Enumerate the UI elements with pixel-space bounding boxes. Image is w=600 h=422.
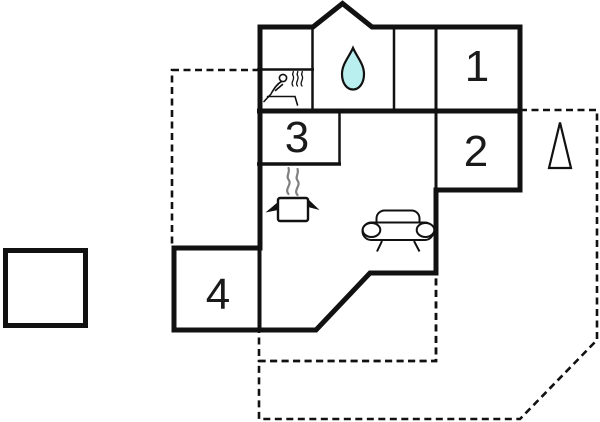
pot-body <box>276 196 310 223</box>
pot-handle-right <box>308 199 320 210</box>
steam-line <box>286 166 291 196</box>
stove-pot-icon <box>265 166 320 223</box>
tree-icon <box>547 122 573 170</box>
room-4-label: 4 <box>206 270 230 319</box>
room-3-label: 3 <box>285 113 309 162</box>
internal-walls <box>257 27 520 330</box>
room-1-label: 1 <box>465 42 489 91</box>
terrace-left <box>170 68 261 250</box>
sauna-icon <box>263 70 304 106</box>
sofa-icon <box>361 209 436 252</box>
patio-dark <box>257 271 438 363</box>
building-outline <box>171 0 523 333</box>
shed-outline <box>3 248 88 328</box>
water-drop-icon <box>340 45 366 91</box>
room-2-label: 2 <box>464 127 488 176</box>
pot-handle-left <box>265 202 278 213</box>
steam-line <box>295 167 300 197</box>
terrace-right <box>257 108 599 421</box>
